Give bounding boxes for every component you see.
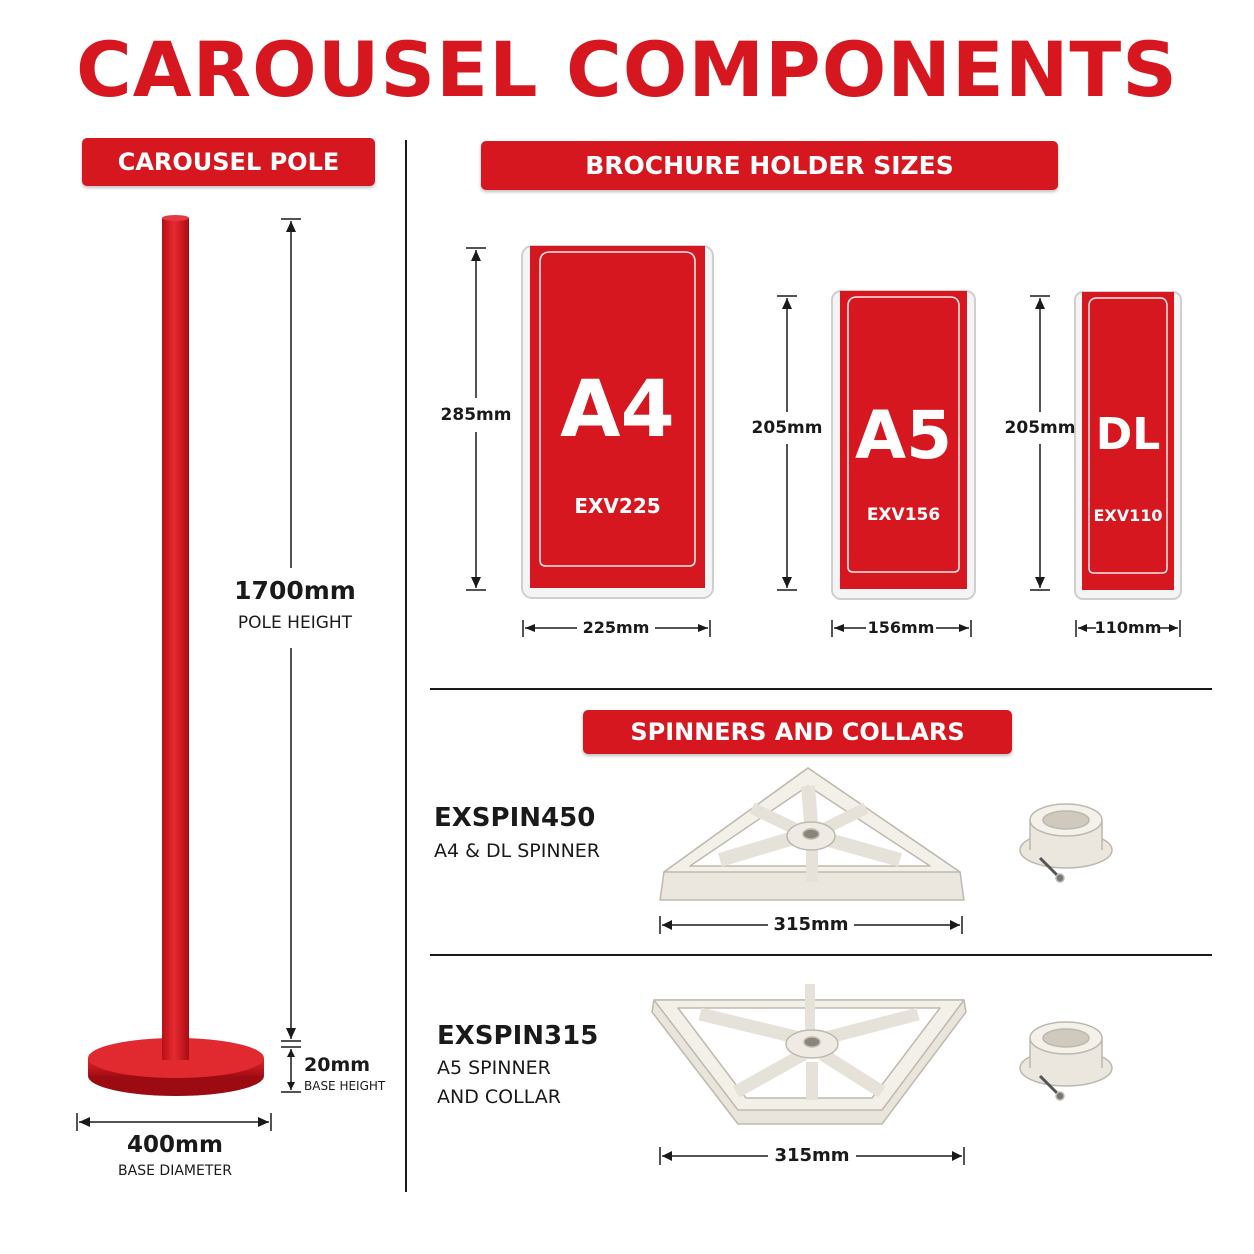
- spinner-2-line1: A5 SPINNER: [437, 1057, 551, 1079]
- divider-spinners: [430, 954, 1212, 956]
- spinner-1-line1: A4 & DL SPINNER: [434, 840, 600, 862]
- spinner-2-width-arrow: [659, 1147, 965, 1165]
- holder-dl-height: 205mm: [1004, 418, 1076, 438]
- holder-dl-size: DL: [1095, 409, 1161, 460]
- spinner-2-width: 315mm: [774, 1145, 850, 1166]
- base-height-value: 20mm: [304, 1054, 371, 1076]
- holder-a4-illustration: [521, 245, 714, 599]
- base-diameter-value: 400mm: [127, 1132, 223, 1158]
- spinner-1-width: 315mm: [773, 914, 849, 935]
- holder-a4-width: 225mm: [582, 618, 650, 637]
- spinners-banner: SPINNERS AND COLLARS: [583, 710, 1012, 754]
- holder-a4-code: EXV225: [574, 494, 661, 518]
- pole-height-arrow: [76, 218, 301, 1131]
- holder-dimension-arrows: [466, 247, 1181, 637]
- page-title: CAROUSEL COMPONENTS: [76, 25, 1178, 114]
- base-height-label: BASE HEIGHT: [304, 1079, 386, 1093]
- vertical-divider: [405, 140, 407, 1192]
- hexagonal-spinner-icon: [651, 984, 967, 1125]
- pole-height-value: 1700mm: [234, 576, 356, 605]
- collar-icon-2: [1019, 1021, 1113, 1101]
- spinner-2-code: EXSPIN315: [437, 1021, 599, 1051]
- pole-illustration: [88, 215, 264, 1096]
- holder-a5-width: 156mm: [867, 618, 935, 637]
- base-diameter-label: BASE DIAMETER: [118, 1163, 232, 1179]
- spinner-1-code: EXSPIN450: [434, 803, 596, 833]
- spinner-2-line2: AND COLLAR: [437, 1086, 561, 1108]
- holder-dl-width: 110mm: [1094, 618, 1162, 637]
- holder-dl-illustration: [1074, 291, 1182, 600]
- holder-dl-code: EXV110: [1093, 506, 1163, 525]
- holder-a5-height: 205mm: [751, 418, 823, 438]
- pole-banner: CAROUSEL POLE: [82, 138, 375, 186]
- pole-height-label: POLE HEIGHT: [237, 613, 353, 633]
- collar-icon: [1019, 803, 1113, 883]
- holder-a5-illustration: [831, 290, 976, 600]
- triangular-spinner-icon: [659, 767, 965, 901]
- holder-a4-size: A4: [560, 365, 675, 455]
- holder-a4-height: 285mm: [440, 405, 512, 425]
- holder-a5-code: EXV156: [866, 505, 941, 525]
- holders-banner: BROCHURE HOLDER SIZES: [481, 141, 1058, 190]
- divider-holders-spinners: [430, 688, 1212, 690]
- spinner-1-width-arrow: [659, 916, 963, 934]
- holder-a5-size: A5: [854, 397, 952, 474]
